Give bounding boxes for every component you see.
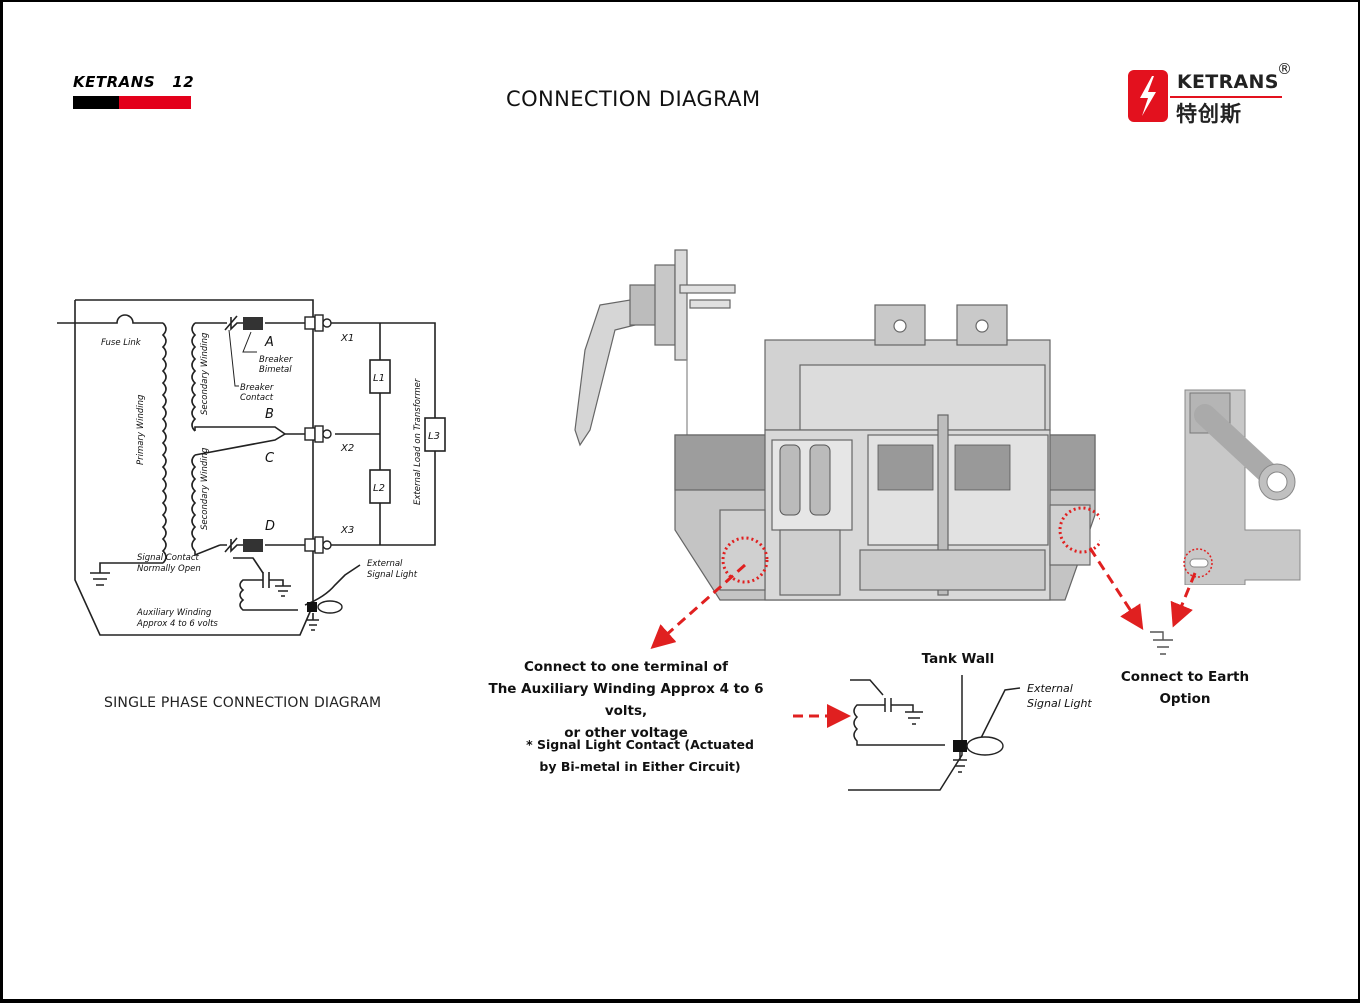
label-node-a: A	[264, 335, 274, 350]
label-x3: X3	[340, 525, 354, 536]
logo-name-cn: 特创斯	[1176, 102, 1242, 126]
label-node-b: B	[265, 407, 274, 422]
brand-bar-red	[119, 96, 191, 109]
label-l2: L2	[373, 483, 385, 494]
aux-note-line-1: Connect to one terminal of	[523, 659, 729, 675]
side-bracket-illustration	[1183, 389, 1301, 585]
label-aux-winding-2: Approx 4 to 6 volts	[136, 619, 218, 629]
logo-divider	[1170, 96, 1282, 98]
label-external-signal-light-2: Signal Light	[367, 570, 418, 580]
label-external-load: External Load on Transformer	[413, 378, 423, 505]
signal-note-line-2: by Bi-metal in Either Circuit)	[539, 759, 741, 774]
label-primary-winding: Primary Winding	[136, 394, 146, 465]
lightning-logo-icon	[1128, 70, 1168, 122]
single-phase-schematic: Fuse Link Primary Winding Secondary Wind…	[57, 299, 446, 636]
tank-wall-detail: External Signal Light	[848, 675, 1092, 791]
label-signal-contact-2: Normally Open	[137, 564, 201, 574]
page-title: CONNECTION DIAGRAM	[506, 87, 761, 111]
brand-model-label: KETRANS 12	[73, 73, 195, 91]
label-x2: X2	[340, 443, 354, 454]
brand-bar-black	[73, 96, 119, 109]
label-node-d: D	[265, 519, 275, 534]
label-external-signal-light-1: External	[367, 559, 403, 569]
earth-label-line-2: Option	[1159, 691, 1211, 707]
label-breaker-bimetal-1: Breaker	[259, 355, 293, 365]
label-node-c: C	[265, 451, 275, 466]
earth-option-label: Connect to Earth Option	[1110, 666, 1260, 710]
label-secondary-winding-2: Secondary Winding	[200, 447, 210, 530]
signal-note-line-1: * Signal Light Contact (Actuated	[526, 737, 754, 752]
label-fuse-link: Fuse Link	[101, 338, 142, 348]
breaker-mechanism-illustration	[574, 249, 1100, 601]
label-l1: L1	[373, 373, 385, 384]
label-aux-winding-1: Auxiliary Winding	[136, 608, 212, 618]
registered-mark: ®	[1277, 60, 1292, 78]
logo-name-en: KETRANS	[1177, 71, 1279, 93]
aux-note-line-2: The Auxiliary Winding Approx 4 to 6 volt…	[488, 681, 764, 719]
label-x1: X1	[340, 333, 354, 344]
label-breaker-contact-2: Contact	[240, 393, 274, 403]
earth-label-line-1: Connect to Earth	[1120, 669, 1250, 685]
tank-wall-label: Tank Wall	[921, 651, 995, 667]
schematic-caption: SINGLE PHASE CONNECTION DIAGRAM	[104, 695, 382, 711]
label-secondary-winding-1: Secondary Winding	[200, 332, 210, 415]
label-breaker-contact-1: Breaker	[240, 383, 274, 393]
label-l3: L3	[428, 431, 440, 442]
signal-light-note: * Signal Light Contact (Actuated by Bi-m…	[520, 734, 760, 778]
label-signal-contact-1: Signal Contact	[137, 553, 200, 563]
label-breaker-bimetal-2: Bimetal	[259, 365, 292, 375]
detail-signal-light-1: External	[1027, 682, 1073, 695]
detail-signal-light-2: Signal Light	[1027, 697, 1092, 710]
aux-note-line-3: or other voltage	[564, 725, 688, 741]
aux-winding-note: Connect to one terminal of The Auxiliary…	[465, 656, 787, 744]
